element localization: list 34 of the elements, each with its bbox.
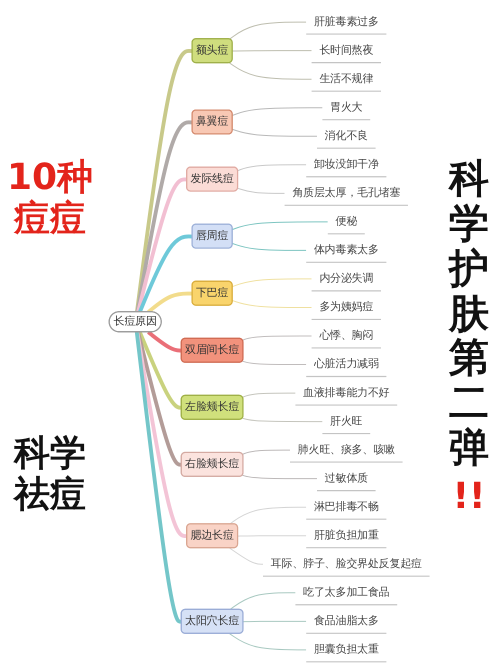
vertical-slogan: 科学护肤第二弹 xyxy=(447,157,490,471)
connector xyxy=(232,221,328,230)
connector xyxy=(242,474,317,480)
connector xyxy=(242,392,296,398)
connector xyxy=(242,450,290,455)
connector xyxy=(146,330,182,353)
connector xyxy=(242,336,312,341)
connector xyxy=(228,592,296,610)
connector xyxy=(232,243,306,251)
connector xyxy=(242,360,306,366)
connector xyxy=(228,633,306,650)
slogan-text: 科学祛痘 xyxy=(12,432,87,516)
connector xyxy=(232,107,322,116)
connector xyxy=(135,120,192,312)
connector xyxy=(228,506,306,525)
connector xyxy=(228,62,312,80)
connector xyxy=(232,128,317,137)
connector xyxy=(146,292,192,314)
connector xyxy=(242,418,322,422)
connector xyxy=(134,49,192,312)
connector xyxy=(237,188,284,194)
connector xyxy=(238,535,306,537)
connector xyxy=(237,164,306,172)
connector xyxy=(138,331,182,410)
connector xyxy=(138,234,192,313)
headline-text: 10种痘痘 xyxy=(6,156,94,240)
connector xyxy=(232,50,312,52)
connector xyxy=(134,332,182,624)
connector xyxy=(242,620,306,622)
connector xyxy=(228,548,263,565)
connector xyxy=(232,278,312,288)
connector xyxy=(228,22,306,40)
exclamation-marks: !! xyxy=(452,478,486,515)
connector xyxy=(232,300,312,308)
